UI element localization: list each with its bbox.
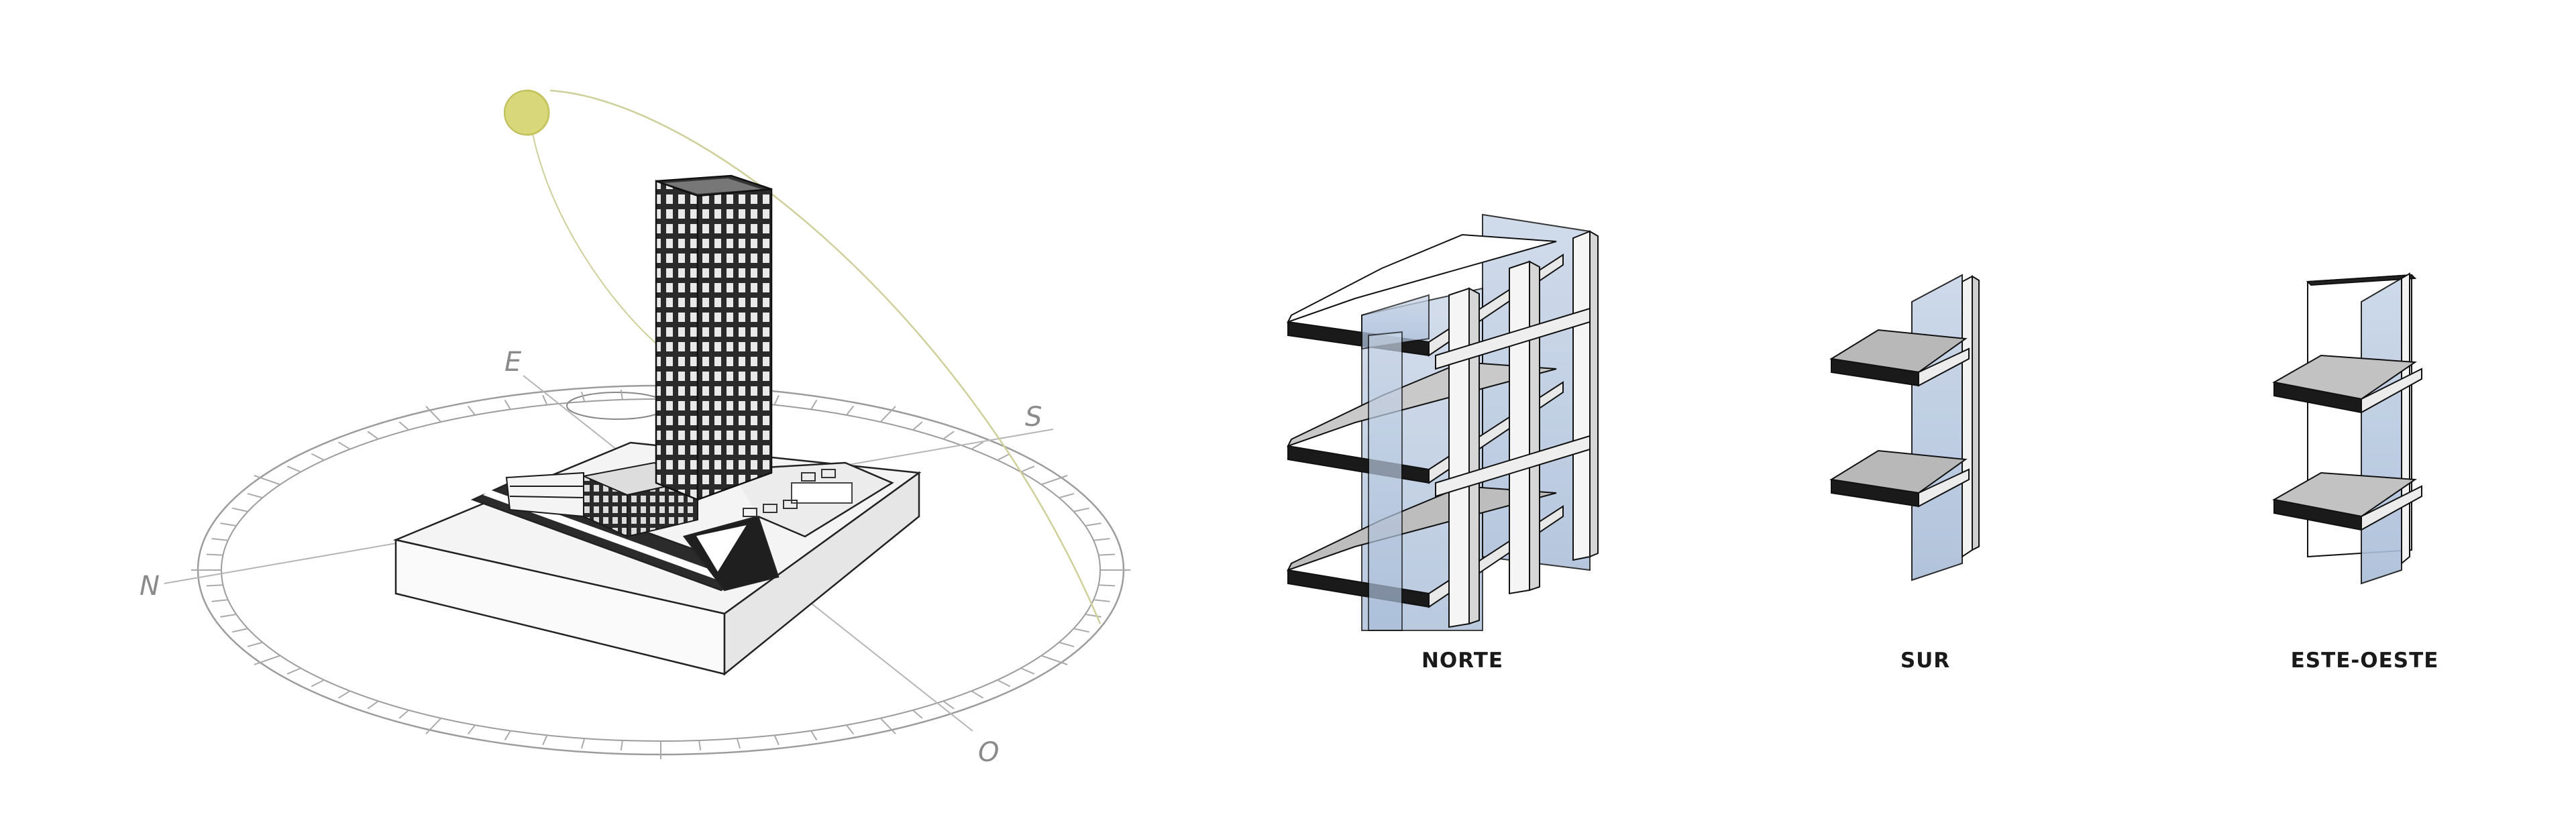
compass-tick [997, 679, 1011, 687]
compass-tick [1093, 599, 1110, 602]
compass-tick [581, 391, 586, 402]
compass-tick [912, 421, 923, 431]
compass-tick [247, 492, 263, 499]
compass-tick [943, 700, 955, 710]
compass-tick [254, 475, 281, 486]
compass-tick [337, 690, 351, 699]
compass-tick [1073, 628, 1089, 633]
compass-tick [286, 667, 301, 675]
podium-building [505, 461, 700, 538]
compass-tick [912, 710, 923, 719]
compass-tick [971, 690, 984, 699]
compass-tick [736, 738, 741, 749]
compass-tick [810, 399, 818, 410]
site-plan: N E S O [140, 89, 1130, 768]
compass-tick [425, 406, 442, 423]
compass-tick [311, 453, 325, 461]
compass-tick [879, 406, 896, 423]
compass-tick [773, 734, 780, 746]
compass-south-label: S [1025, 402, 1042, 433]
compass-tick [846, 724, 855, 735]
compass-tick [211, 599, 229, 602]
facade-norte [1287, 213, 1599, 631]
sun-path-lower [529, 117, 672, 356]
compass-tick [504, 399, 511, 410]
compass-tick [1020, 667, 1035, 675]
compass-tick [467, 724, 476, 735]
compass-tick [1093, 538, 1110, 541]
compass-tick [698, 740, 702, 750]
compass-tick [620, 390, 623, 400]
compass-tick [367, 431, 379, 440]
facade-este-oeste-label: ESTE-OESTE [2291, 649, 2439, 673]
compass-tick [220, 522, 237, 526]
compass-tick [254, 655, 281, 665]
sun-path [549, 89, 1102, 624]
compass-tick [232, 507, 248, 512]
compass-tick [1073, 507, 1089, 512]
compass-tick [943, 431, 955, 440]
compass-tick [997, 453, 1011, 461]
compass-tick [311, 679, 325, 687]
facade-este-oeste [2272, 272, 2422, 585]
compass-tick [206, 553, 223, 556]
compass-tick [542, 394, 548, 406]
compass-tick [1040, 655, 1068, 665]
compass-tick [879, 718, 896, 734]
compass-tick [232, 628, 248, 633]
compass-tick [810, 730, 818, 741]
compass-east-label: E [504, 347, 522, 378]
compass-tick [247, 641, 263, 648]
facade-sur [1829, 274, 1980, 581]
compass-tick [220, 614, 237, 618]
compass-tick [467, 405, 476, 416]
compass-tick [398, 710, 409, 719]
compass-tick [581, 738, 586, 749]
compass-tick [1059, 641, 1075, 648]
compass-tick [367, 700, 379, 710]
compass-tick [1098, 553, 1116, 556]
compass-tick [337, 441, 351, 450]
compass-tick [620, 740, 623, 750]
compass-west-label: O [978, 737, 999, 768]
compass-tick [1040, 475, 1068, 486]
compass-tick [971, 441, 984, 450]
compass-north-label: N [140, 571, 160, 602]
compass-tick [846, 405, 855, 416]
facade-norte-label: NORTE [1421, 649, 1503, 673]
compass-tick [504, 730, 511, 741]
compass-tick [211, 538, 229, 541]
compass-tick [286, 465, 301, 473]
facade-sur-label: SUR [1900, 649, 1950, 673]
compass-tick [1085, 614, 1102, 618]
tower-building [655, 174, 773, 501]
sun-icon [504, 89, 550, 136]
compass-tick [1020, 465, 1035, 473]
compass-tick [398, 421, 409, 431]
compass-tick [1059, 492, 1075, 499]
compass-tick [425, 718, 442, 734]
compass-tick [773, 394, 780, 406]
compass-tick [1085, 522, 1102, 526]
compass-tick [542, 734, 548, 746]
